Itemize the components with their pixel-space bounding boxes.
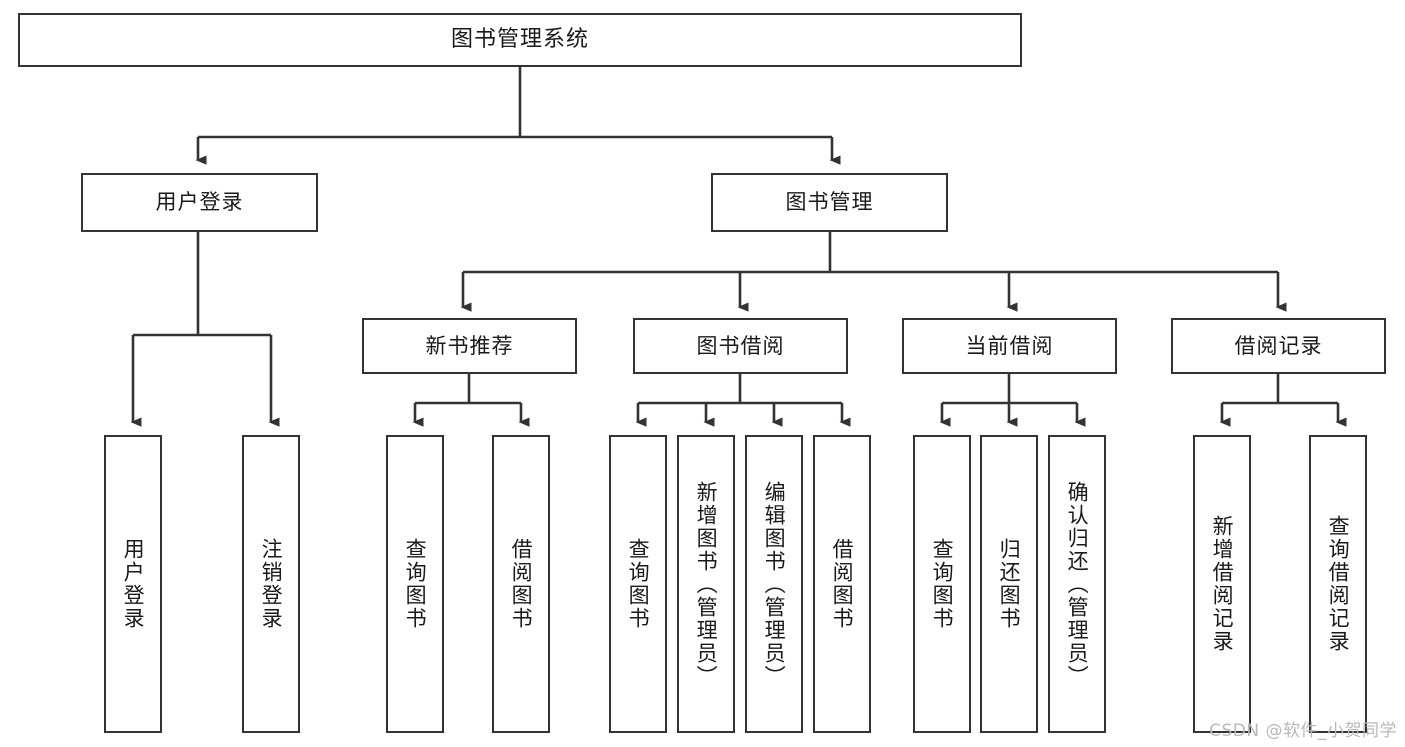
node-leaf-borrow-book-rec[interactable]: 借阅图书 bbox=[492, 435, 550, 733]
node-leaf-logout-label: 注销登录 bbox=[259, 538, 284, 630]
node-leaf-query-book-borrow-label: 查询图书 bbox=[626, 538, 651, 630]
node-leaf-user-login[interactable]: 用户登录 bbox=[104, 435, 162, 733]
node-book-manage-label: 图书管理 bbox=[785, 190, 874, 215]
node-leaf-borrow-book-label: 借阅图书 bbox=[830, 538, 855, 630]
node-leaf-query-record[interactable]: 查询借阅记录 bbox=[1309, 435, 1367, 733]
node-leaf-user-login-label: 用户登录 bbox=[121, 538, 146, 630]
node-leaf-confirm-return[interactable]: 确认归还（管理员） bbox=[1048, 435, 1106, 733]
node-leaf-add-book[interactable]: 新增图书（管理员） bbox=[677, 435, 735, 733]
node-new-book-rec[interactable]: 新书推荐 bbox=[362, 318, 577, 374]
node-new-book-rec-label: 新书推荐 bbox=[425, 333, 514, 358]
node-leaf-add-record[interactable]: 新增借阅记录 bbox=[1193, 435, 1251, 733]
node-borrow-record-label: 借阅记录 bbox=[1234, 333, 1323, 358]
node-leaf-logout[interactable]: 注销登录 bbox=[242, 435, 300, 733]
node-leaf-edit-book-label: 编辑图书（管理员） bbox=[762, 480, 787, 688]
node-leaf-query-record-label: 查询借阅记录 bbox=[1326, 515, 1351, 653]
watermark: CSDN @软件_小贺同学 bbox=[1209, 721, 1397, 741]
node-book-manage[interactable]: 图书管理 bbox=[711, 173, 948, 232]
node-leaf-query-book-cur-label: 查询图书 bbox=[930, 538, 955, 630]
node-current-borrow-label: 当前借阅 bbox=[965, 333, 1054, 358]
node-root[interactable]: 图书管理系统 bbox=[18, 13, 1022, 67]
node-book-borrow[interactable]: 图书借阅 bbox=[633, 318, 848, 374]
node-leaf-query-book-cur[interactable]: 查询图书 bbox=[913, 435, 971, 733]
node-borrow-record[interactable]: 借阅记录 bbox=[1171, 318, 1386, 374]
node-leaf-edit-book[interactable]: 编辑图书（管理员） bbox=[745, 435, 803, 733]
node-leaf-confirm-return-label: 确认归还（管理员） bbox=[1065, 480, 1090, 688]
node-book-borrow-label: 图书借阅 bbox=[696, 333, 785, 358]
node-user-login[interactable]: 用户登录 bbox=[81, 173, 318, 232]
node-leaf-borrow-book-rec-label: 借阅图书 bbox=[509, 538, 534, 630]
node-user-login-label: 用户登录 bbox=[155, 190, 244, 215]
node-leaf-query-book-borrow[interactable]: 查询图书 bbox=[609, 435, 667, 733]
node-leaf-add-book-label: 新增图书（管理员） bbox=[694, 480, 719, 688]
node-leaf-borrow-book[interactable]: 借阅图书 bbox=[813, 435, 871, 733]
node-leaf-return-book[interactable]: 归还图书 bbox=[980, 435, 1038, 733]
node-root-label: 图书管理系统 bbox=[450, 27, 589, 53]
node-leaf-query-book-rec[interactable]: 查询图书 bbox=[386, 435, 444, 733]
node-leaf-query-book-rec-label: 查询图书 bbox=[403, 538, 428, 630]
node-leaf-return-book-label: 归还图书 bbox=[997, 538, 1022, 630]
node-current-borrow[interactable]: 当前借阅 bbox=[902, 318, 1117, 374]
node-leaf-add-record-label: 新增借阅记录 bbox=[1210, 515, 1235, 653]
